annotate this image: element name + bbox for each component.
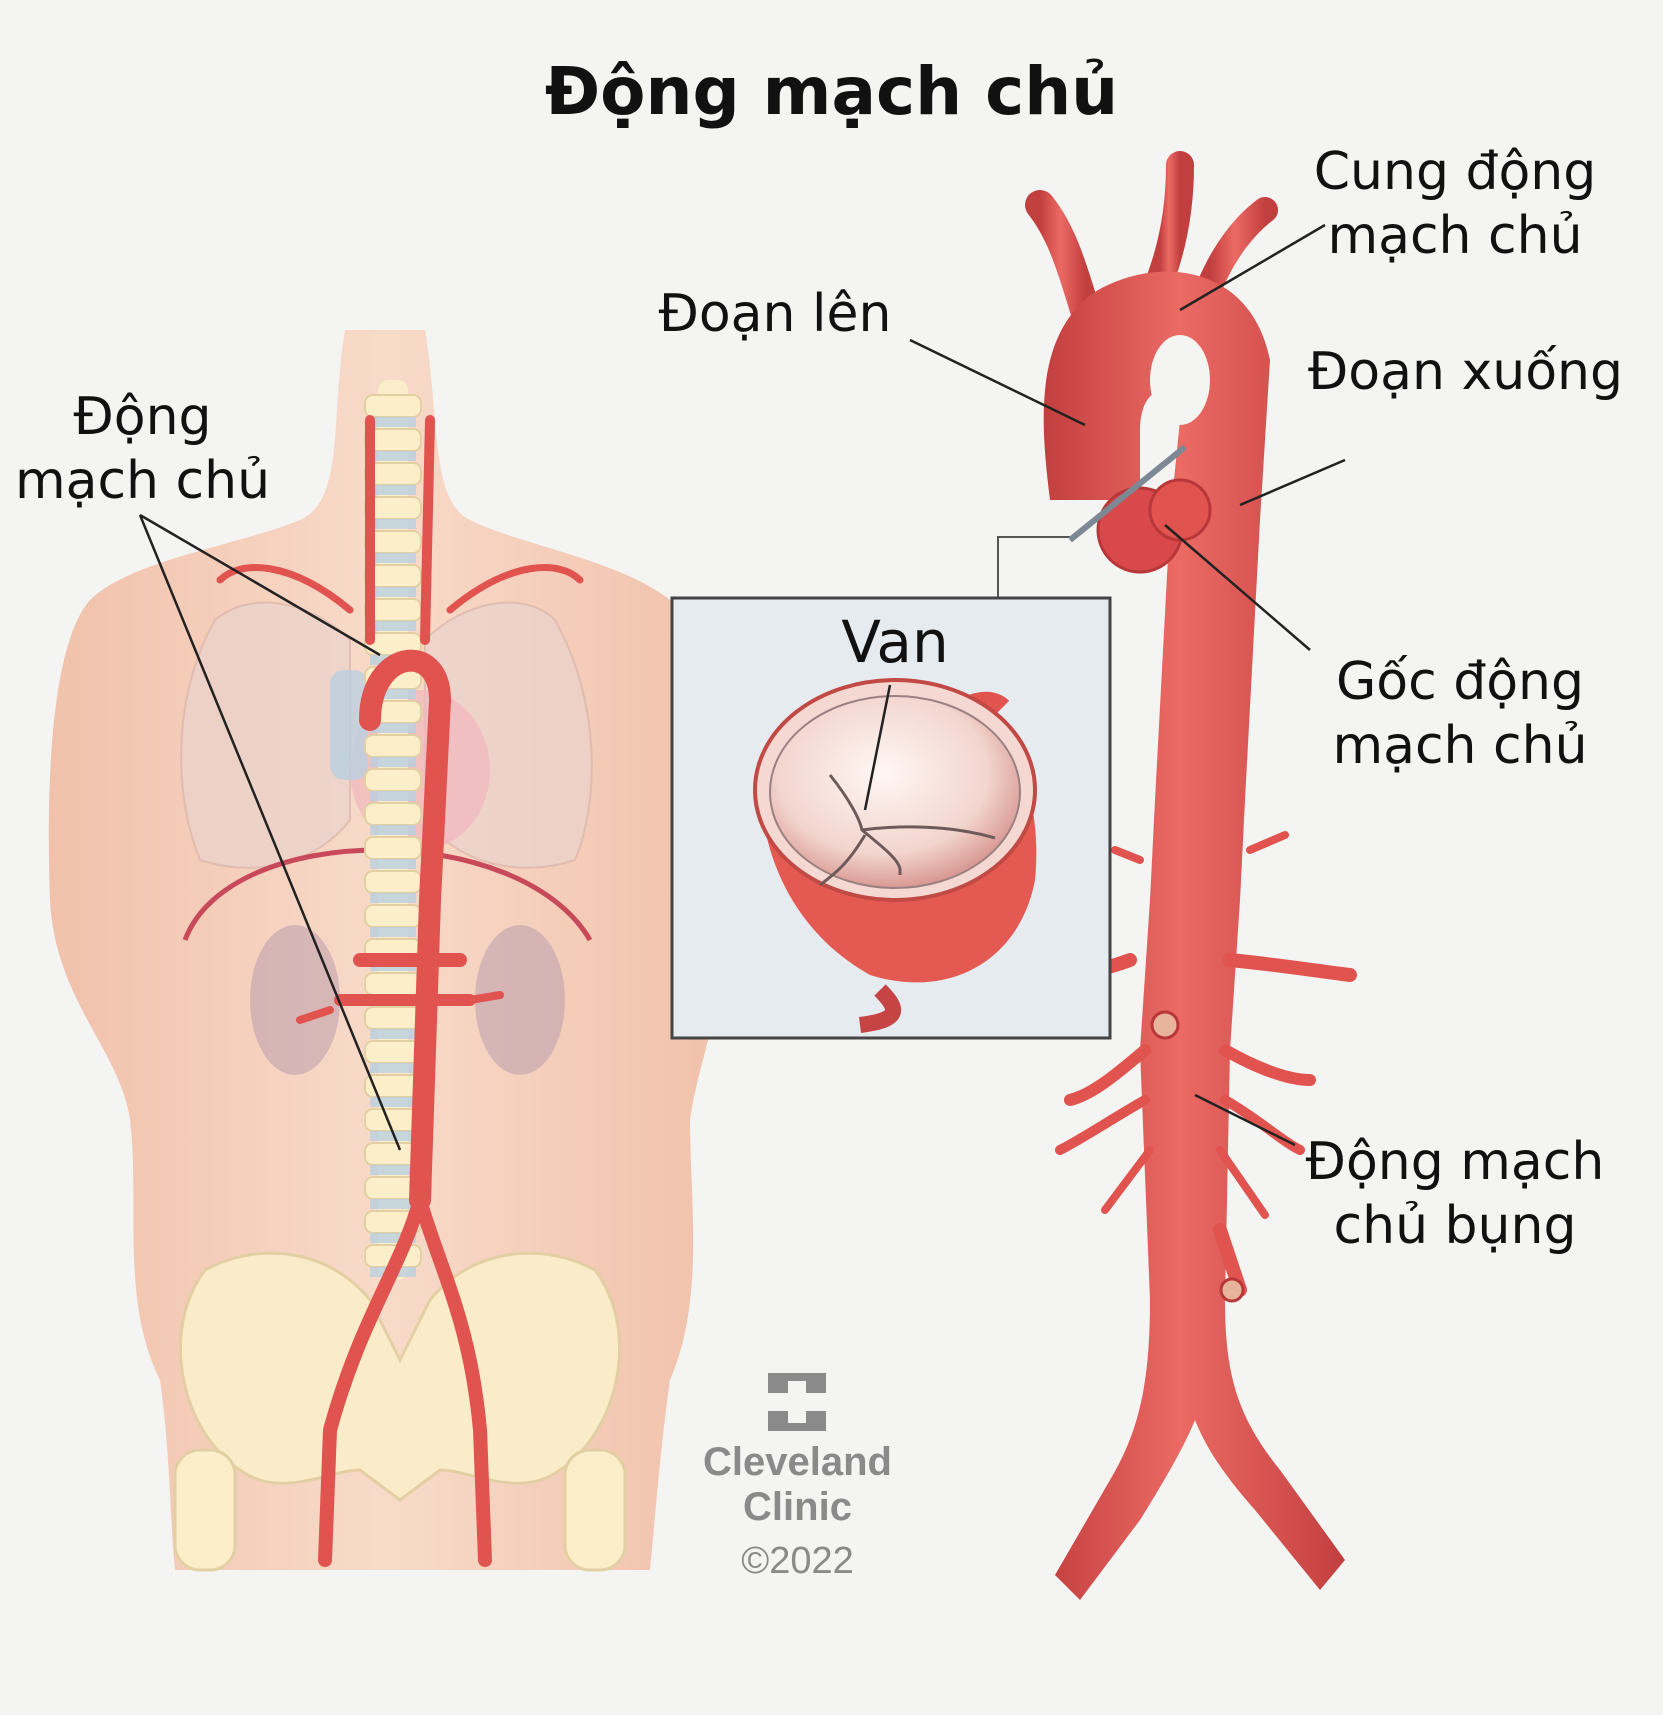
kidney-left	[250, 925, 340, 1075]
valve-inner	[769, 695, 1021, 889]
intervertebral-disc	[370, 791, 416, 801]
intervertebral-disc	[370, 1063, 416, 1073]
intervertebral-disc	[370, 553, 416, 563]
intervertebral-disc	[370, 825, 416, 835]
arch-inner-gap	[1150, 335, 1210, 425]
cleveland-clinic-logo-mark	[768, 1373, 826, 1431]
intervertebral-disc	[370, 689, 416, 699]
valve-lower-vessel	[858, 984, 902, 1033]
intervertebral-disc	[370, 1165, 416, 1175]
branch-opening-1	[1150, 1010, 1180, 1040]
right-femur	[563, 1448, 627, 1572]
intervertebral-disc	[370, 927, 416, 937]
aorta-arch-body	[1043, 271, 1345, 1600]
logo-text-clinic: Clinic	[743, 1485, 852, 1529]
leader-body-aorta-2	[138, 514, 402, 1151]
leader-ascending	[909, 338, 1086, 427]
intervertebral-disc	[370, 621, 416, 631]
vertebra	[364, 802, 422, 826]
label-aorta-body-line2: mạch chủ	[14, 451, 271, 511]
vertebra	[364, 870, 422, 894]
diagram-title: Động mạch chủ	[544, 53, 1119, 130]
inset-connector	[997, 536, 1070, 600]
branch-opening-2	[1219, 1277, 1245, 1303]
intervertebral-disc	[370, 1199, 416, 1209]
human-torso	[48, 330, 723, 1572]
aortic-root-bulb-2	[1148, 478, 1212, 542]
arch-branch-2	[1146, 151, 1194, 294]
vertebra	[364, 394, 422, 418]
intervertebral-disc	[370, 723, 416, 733]
vertebra	[364, 734, 422, 758]
vertebra	[364, 1040, 422, 1064]
intervertebral-disc	[370, 519, 416, 529]
leader-arch	[1179, 223, 1326, 312]
isolated-aorta	[1023, 151, 1357, 1600]
label-abdominal-aorta: Động mạch chủ bụng	[1295, 1130, 1615, 1258]
label-aorta-body-line1: Động	[73, 387, 212, 447]
intervertebral-disc	[370, 1233, 416, 1243]
intervertebral-disc	[370, 859, 416, 869]
label-aortic-root-line2: mạch chủ	[1332, 716, 1588, 776]
label-ascending: Đoạn lên	[658, 284, 892, 344]
leader-body-aorta-1	[139, 513, 381, 657]
vertebra	[364, 904, 422, 928]
vertebra	[364, 1006, 422, 1030]
label-aortic-root-line1: Gốc động	[1335, 652, 1584, 712]
arch-branch-3	[1197, 197, 1278, 298]
intervertebral-disc	[370, 485, 416, 495]
leader-descending	[1239, 458, 1346, 507]
intervertebral-disc	[370, 1029, 416, 1039]
label-aorta-body: Động mạch chủ	[10, 385, 275, 513]
intervertebral-disc	[370, 1097, 416, 1107]
left-femur	[173, 1448, 237, 1572]
intervertebral-disc	[370, 893, 416, 903]
arch-branch-1	[1025, 190, 1100, 325]
label-aortic-arch-line2: mạch chủ	[1327, 206, 1583, 266]
label-valve: Van	[841, 608, 949, 676]
logo-copyright: ©2022	[741, 1540, 854, 1582]
leader-abdominal	[1194, 1093, 1296, 1147]
valve-cusps	[819, 774, 996, 887]
label-descending: Đoạn xuống	[1308, 342, 1623, 402]
label-aortic-arch: Cung động mạch chủ	[1295, 140, 1615, 268]
intervertebral-disc	[370, 451, 416, 461]
leader-lines	[138, 223, 1346, 1151]
vertebra	[364, 836, 422, 860]
label-aortic-root: Gốc động mạch chủ	[1310, 650, 1610, 778]
vertebra	[364, 768, 422, 792]
body-aorta	[216, 415, 584, 1567]
intervertebral-disc	[370, 757, 416, 767]
label-abdominal-aorta-line2: chủ bụng	[1333, 1196, 1577, 1256]
valve-inset	[670, 444, 1187, 1040]
label-abdominal-aorta-line1: Động mạch	[1305, 1132, 1605, 1192]
logo-text-cleveland: Cleveland	[703, 1440, 892, 1484]
intervertebral-disc	[370, 587, 416, 597]
kidney-right	[475, 925, 565, 1075]
vena-cava	[330, 670, 368, 780]
leader-root	[1164, 524, 1311, 651]
vertebra	[364, 972, 422, 996]
left-lung	[180, 601, 351, 869]
inset-pointer	[1068, 444, 1187, 543]
intervertebral-disc	[370, 417, 416, 427]
leader-valve	[863, 684, 892, 811]
label-aortic-arch-line1: Cung động	[1313, 142, 1597, 202]
